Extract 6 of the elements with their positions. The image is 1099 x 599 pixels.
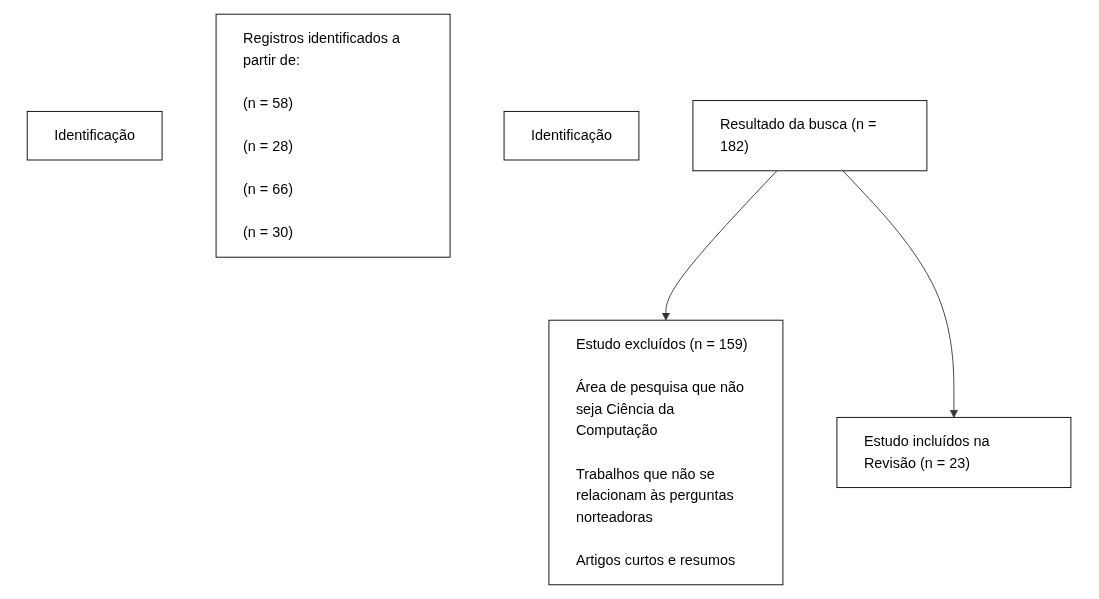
node-box: Estudo excluídos (n = 159) Área de pesquisa que não seja Ciência da Computação Trabalhos que não se relacionam às perguntas norteadoras Artigos curtos e resumos bbox=[548, 319, 784, 586]
node-box: Resultado da busca (n = 182) bbox=[692, 100, 928, 172]
node-box: Identificação bbox=[27, 110, 163, 161]
node-box: Identificação bbox=[504, 110, 640, 161]
node-box: Estudo incluídos na Revisão (n = 23) bbox=[836, 416, 1072, 489]
node-box: Registros identificados a partir de: (n = 58) (n = 28) (n = 66) (n = 30) bbox=[216, 13, 451, 258]
